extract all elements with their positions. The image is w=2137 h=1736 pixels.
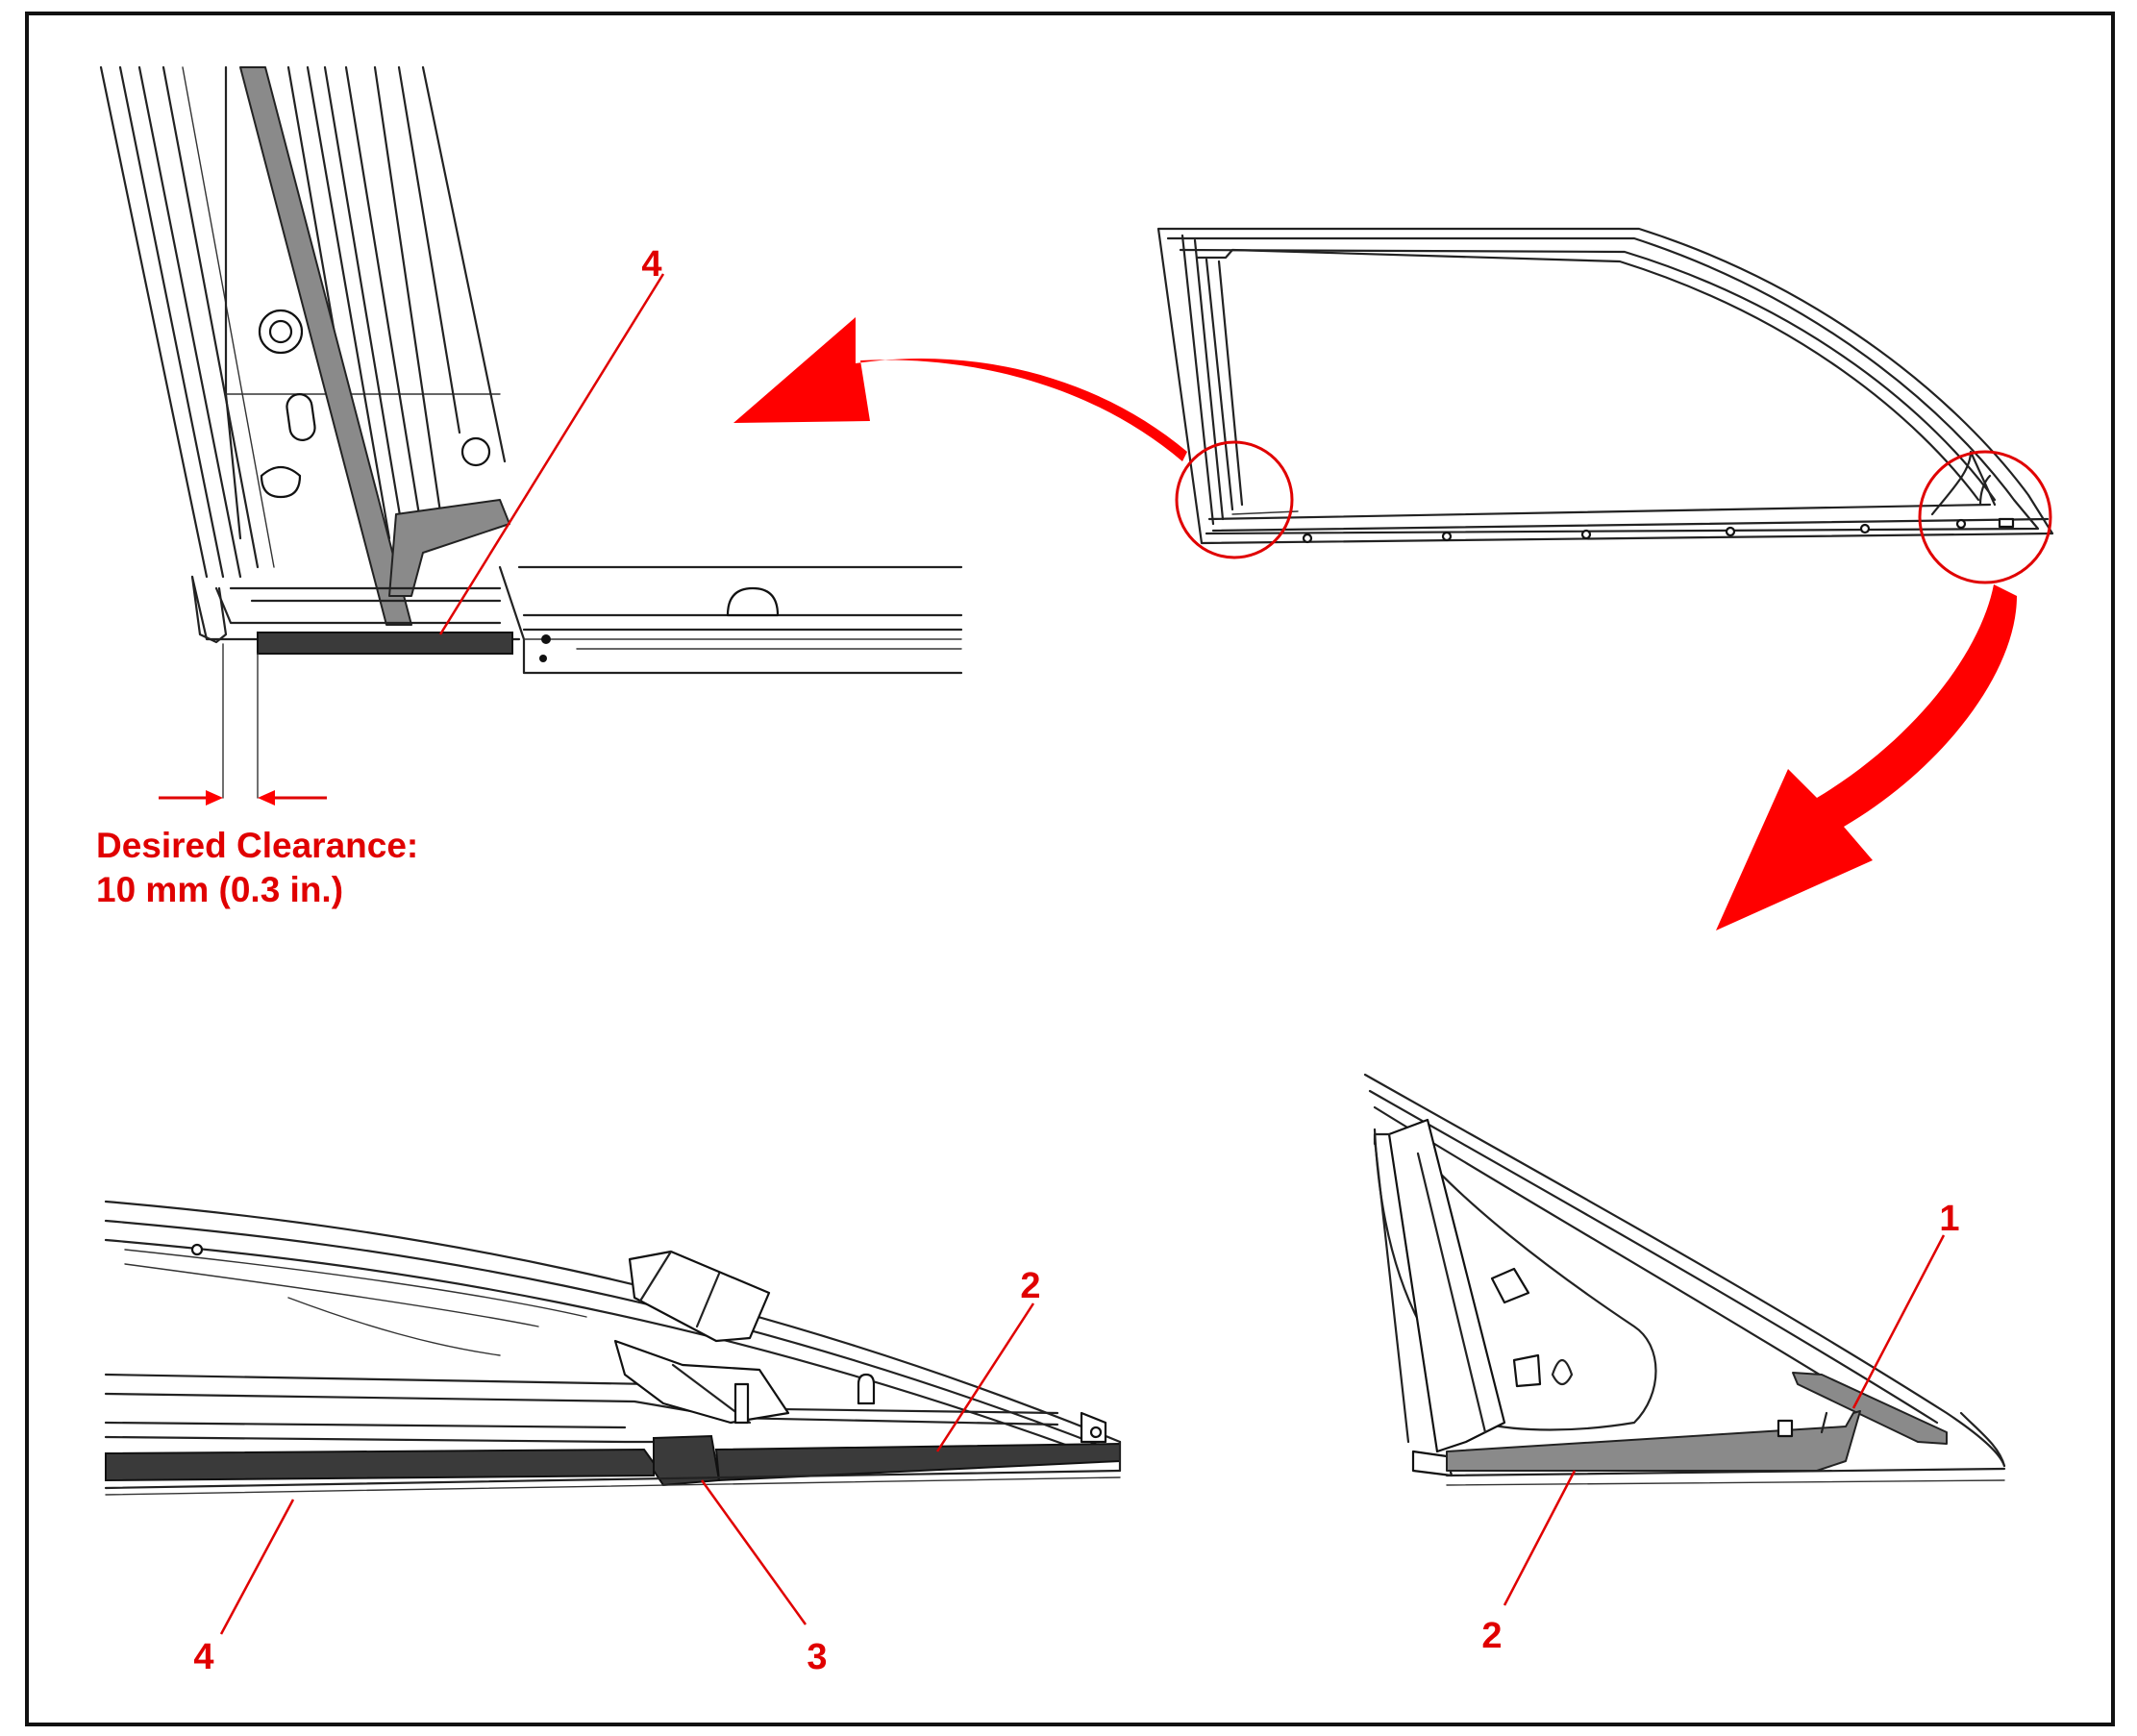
- callout-3-bottom-left: 3: [807, 1637, 827, 1677]
- callout-2-bottom-left: 2: [1020, 1266, 1040, 1306]
- top-left-detail: [99, 65, 963, 806]
- clearance-label-line1: Desired Clearance:: [96, 826, 418, 865]
- rear-corner-circle: [1918, 450, 2052, 584]
- arrow-to-top-left-icon: [733, 317, 1187, 461]
- arrow-to-bottom-right-icon: [1716, 584, 2017, 930]
- clearance-label-line2: 10 mm (0.3 in.): [96, 870, 343, 909]
- callout-1-bottom-right: 1: [1939, 1199, 1959, 1239]
- callout-4-top: 4: [641, 244, 661, 285]
- callout-4-bottom-left: 4: [193, 1637, 213, 1677]
- callout-2-bottom-right: 2: [1481, 1616, 1502, 1656]
- window-frame-overview: [1156, 227, 2054, 545]
- bottom-left-detail: [104, 1200, 1122, 1635]
- bottom-right-detail: [1363, 1073, 2006, 1606]
- diagram-border: [25, 12, 2115, 1726]
- front-corner-circle: [1175, 440, 1294, 559]
